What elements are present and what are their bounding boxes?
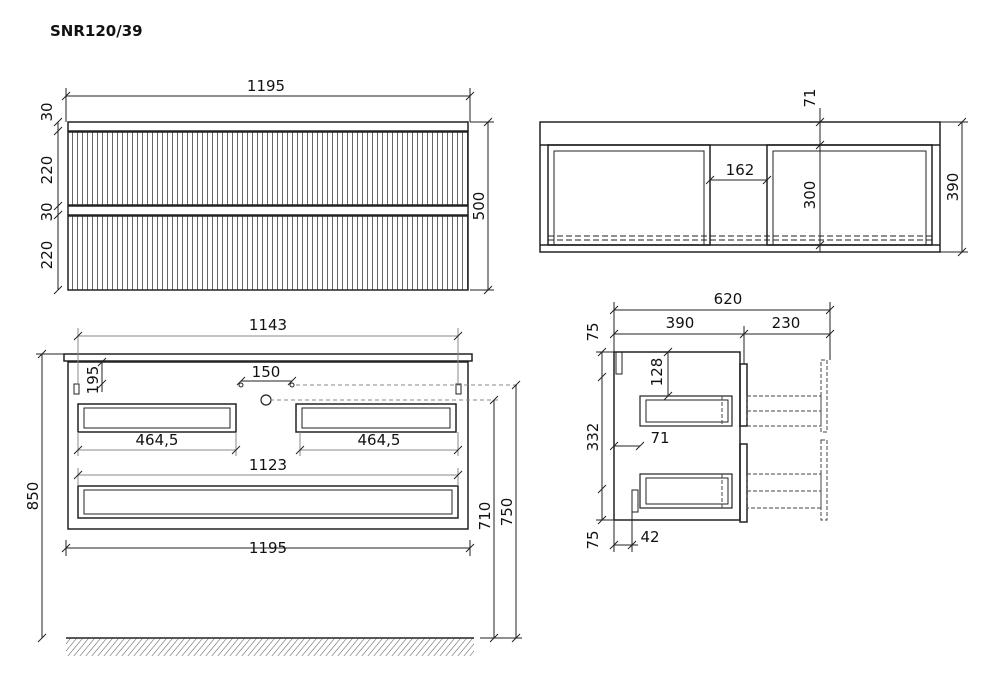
side-view [613,351,748,523]
dim-side-w42: 42 [640,528,659,546]
dim-front-drawer-2: 220 [38,241,56,270]
dim-back-h750: 750 [498,498,516,527]
dim-front-top-rail: 30 [38,102,56,121]
dim-side-right: 230 [772,314,801,332]
back-dimensions [36,328,522,643]
dim-side-h332: 332 [584,423,602,452]
top-dimensions [705,108,968,257]
side-front-2 [739,443,748,523]
dim-back-h850: 850 [24,482,42,511]
back-right-drawer [295,403,457,433]
dim-back-width: 1195 [249,539,287,557]
top-outline [539,121,941,253]
front-drawer-2 [67,215,469,291]
dim-side-left: 390 [666,314,695,332]
dim-side-bottom-gap: 75 [584,530,602,549]
dim-back-h710: 710 [476,502,494,531]
back-drain-hole [260,394,272,406]
drawing-title: SNR120/39 [50,22,143,40]
front-drawer-1 [67,131,469,206]
dim-back-right-drawer: 464,5 [358,431,401,449]
dim-top-inner: 300 [801,181,819,210]
dim-back-inner-width: 1143 [249,316,287,334]
side-open-drawers [721,359,828,521]
dim-front-height: 500 [470,192,488,221]
back-left-drawer [77,403,237,433]
dim-side-total: 620 [714,290,743,308]
side-drawer-2 [639,473,733,509]
side-dimensions [596,302,835,552]
dim-side-h128: 128 [648,358,666,387]
dim-back-bottom-drawer: 1123 [249,456,287,474]
dim-front-drawer-1: 220 [38,156,56,185]
top-left-drawer [547,144,711,246]
front-top-rail [67,121,469,132]
dim-side-top-gap: 75 [584,322,602,341]
back-carcass [67,361,469,530]
dim-back-spacing: 150 [252,363,281,381]
dim-front-mid-rail: 30 [38,202,56,221]
back-bottom-drawer [77,485,459,519]
dim-back-left-drawer: 464,5 [136,431,179,449]
side-front-1 [739,363,748,427]
front-mid-rail [67,205,469,216]
dim-front-width: 1195 [247,77,285,95]
side-carcass [613,351,741,521]
front-dimensions [53,88,494,295]
dim-side-w71: 71 [650,429,669,447]
floor-hatch [66,638,474,656]
front-view [67,121,469,291]
back-top-slab [63,353,473,362]
dim-top-depth-top: 71 [801,88,819,107]
dim-top-gap: 162 [726,161,755,179]
top-view [539,121,941,253]
back-view [63,353,473,530]
dim-back-offset: 195 [84,366,102,395]
dim-top-depth: 390 [944,173,962,202]
top-right-drawer [766,144,933,246]
side-drawer-1 [639,395,733,427]
